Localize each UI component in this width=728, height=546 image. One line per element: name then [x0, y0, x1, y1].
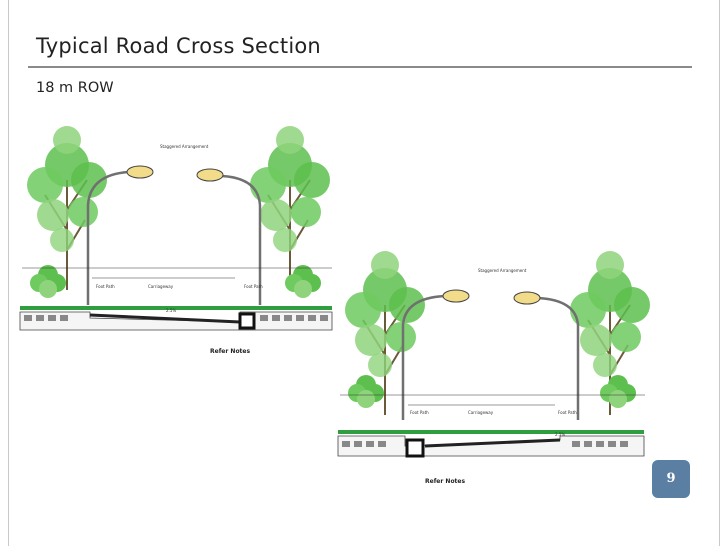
lamp-head-right	[196, 168, 224, 182]
carriageway-label: Carriageway	[148, 284, 174, 289]
pavement-layer	[424, 438, 561, 448]
refer-notes-label: Refer Notes	[425, 478, 465, 485]
lamp-pole-right	[221, 174, 262, 305]
drain	[238, 312, 256, 330]
verge-strip	[338, 430, 644, 434]
pavement-layer	[89, 313, 241, 324]
carriageway-label: Carriageway	[468, 410, 494, 415]
lamp-head-left	[126, 165, 154, 179]
drain	[405, 438, 425, 458]
lamp-pole-right	[537, 296, 580, 420]
slide-frame-right	[719, 0, 720, 546]
cross-section-diagram-2: Staggered Arrangement Foot Path Carriage…	[337, 250, 651, 485]
shrub-left	[30, 265, 66, 298]
refer-notes-label: Refer Notes	[210, 348, 250, 355]
lamp-head-left	[442, 289, 470, 303]
page-number-badge: 9	[652, 460, 690, 498]
tree-left	[26, 125, 108, 291]
footpath-left-label: Foot Path	[96, 284, 115, 289]
shrub-left	[348, 375, 384, 408]
footpath-right-label: Foot Path	[244, 284, 263, 289]
slope-label: 2.5%	[555, 432, 565, 437]
lamp-pole-left	[86, 170, 129, 305]
cross-section-diagram-1: Staggered Arrangement Foot Path Carriage…	[19, 125, 333, 355]
slide-frame-left	[8, 0, 9, 546]
footpath-right-label: Foot Path	[558, 410, 577, 415]
footpath-left-label: Foot Path	[410, 410, 429, 415]
tree-right	[249, 125, 331, 291]
verge-strip	[20, 306, 332, 310]
staggered-label: Staggered Arrangement	[478, 268, 527, 273]
lamp-pole-left	[401, 294, 446, 420]
slide-title: Typical Road Cross Section	[36, 34, 321, 58]
lamp-head-right	[513, 291, 541, 305]
shrub-right	[600, 375, 636, 408]
staggered-label: Staggered Arrangement	[160, 144, 209, 149]
slope-label: 2.5%	[166, 308, 176, 313]
slide-subtitle: 18 m ROW	[36, 80, 114, 96]
title-divider	[28, 66, 692, 68]
